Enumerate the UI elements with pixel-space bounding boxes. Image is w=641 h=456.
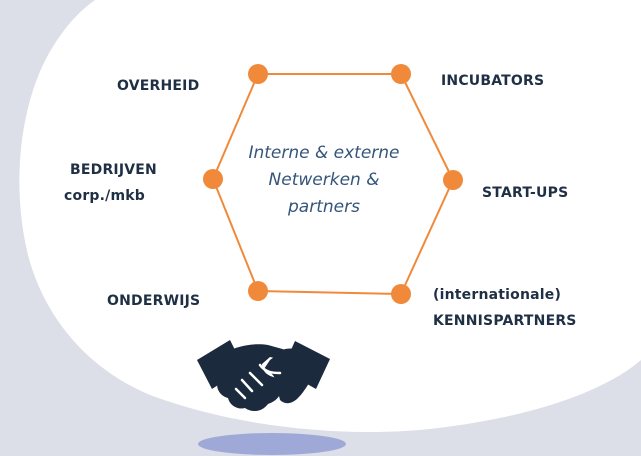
background-blob <box>19 0 641 432</box>
center-title: Interne & externe Netwerken & partners <box>235 140 413 221</box>
hexagon <box>212 73 454 295</box>
handshake-shadow <box>198 433 346 455</box>
node-startups <box>443 170 463 190</box>
handshake-icon <box>197 340 330 412</box>
center-line-3: partners <box>288 197 360 217</box>
label-bedrijven-sub: corp./mkb <box>64 188 145 204</box>
label-startups: START-UPS <box>482 185 569 201</box>
label-overheid: OVERHEID <box>117 78 200 94</box>
node-overheid <box>248 64 268 84</box>
edge-bottom-right <box>400 179 454 295</box>
label-onderwijs: ONDERWIJS <box>107 293 201 309</box>
edge-bottom <box>257 290 402 295</box>
center-line-1: Interne & externe <box>248 143 400 163</box>
edge-top-left <box>212 73 259 180</box>
node-kennispartners <box>391 284 411 304</box>
edge-bottom-left <box>212 178 259 292</box>
label-kennis-line1: (internationale) <box>433 287 562 303</box>
center-line-2: Netwerken & <box>268 170 380 190</box>
label-bedrijven: BEDRIJVEN <box>70 162 157 178</box>
node-onderwijs <box>248 281 268 301</box>
node-incubators <box>391 64 411 84</box>
label-kennis-line2: KENNISPARTNERS <box>433 313 577 329</box>
edge-top-right <box>400 73 454 181</box>
node-bedrijven <box>203 169 223 189</box>
label-incubators: INCUBATORS <box>441 73 545 89</box>
